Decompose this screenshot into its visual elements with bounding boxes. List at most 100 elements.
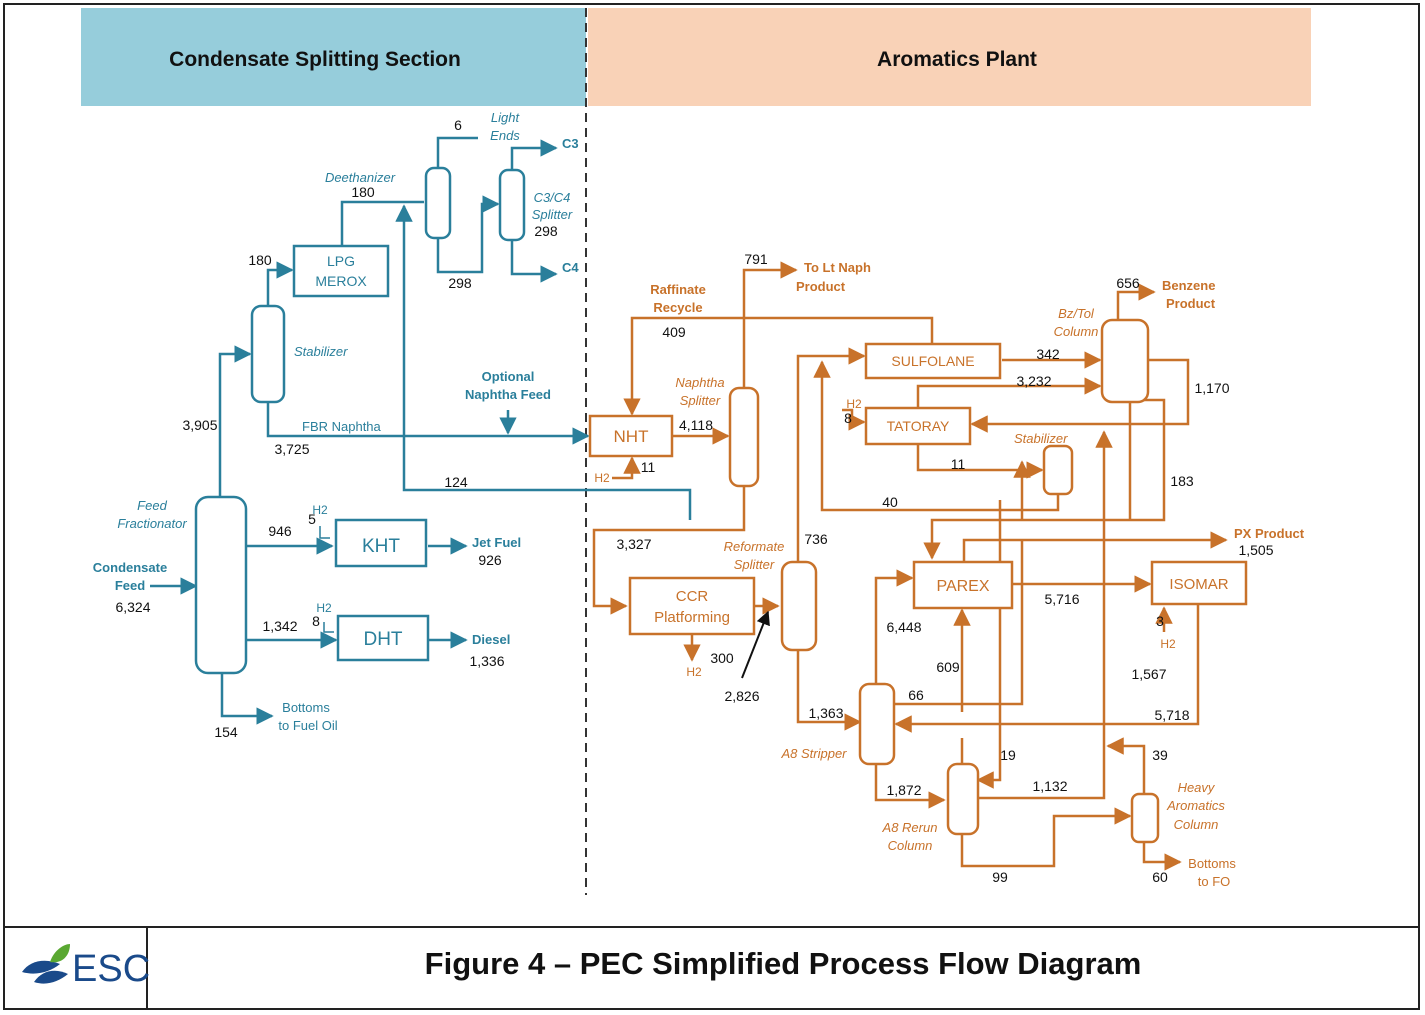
reformate-splitter-column [780,560,818,652]
dht-label: DHT [363,629,402,650]
c3-label: C3 [562,136,579,151]
optional-naphtha-label-2: Naphtha Feed [465,387,551,402]
nht-unit [588,414,674,458]
reformate-feed-pointer [741,610,770,679]
flow-ccr-feed: 3,327 [616,536,651,552]
flow-condensate-feed: 6,324 [115,599,150,615]
flow-ccr-h2: 300 [710,650,734,666]
condensate-feed-label-2: Feed [115,578,145,593]
ccr-platforming-unit [628,576,756,636]
bottoms-fo-label-1: Bottoms [1188,856,1236,871]
benzene-product-label-2: Product [1166,296,1216,311]
optional-naphtha-label-1: Optional [482,369,535,384]
dht-unit [336,614,430,662]
flow-nht-h2: 11 [641,459,656,475]
parex-label: PAREX [936,578,989,595]
flow-rerun-1132: 1,132 [1032,778,1067,794]
flow-benzene: 656 [1116,275,1140,291]
esc-logo-text: ESC [72,948,151,990]
lpg-merox-label-1: LPG [327,253,355,269]
flow-light-ends: 6 [454,117,462,133]
bztol-label-1: Bz/Tol [1058,306,1095,321]
ccr-h2-label: H2 [686,665,702,679]
flow-kht-h2: 5 [308,511,316,527]
to-lt-naph-label-2: Product [796,279,846,294]
tatoray-unit [864,406,972,446]
flow-recycle-124: 124 [444,474,468,490]
naphtha-splitter-label-1: Naphtha [675,375,724,390]
flow-stripper-bottoms: 1,872 [886,782,921,798]
ccr-label-2: Platforming [654,609,730,626]
stabilizer-label: Stabilizer [294,344,348,359]
jet-fuel-label: Jet Fuel [472,535,521,550]
kht-h2-label: H2 [312,503,328,517]
isomar-h2-label: H2 [1160,637,1176,651]
c4-label: C4 [562,260,579,275]
figure-frame [3,3,1420,1010]
flow-parex-feed: 6,448 [886,619,921,635]
flow-fractionator-overhead: 3,905 [182,417,217,433]
px-product-label: PX Product [1234,526,1305,541]
flow-reformate: 2,826 [724,688,759,704]
flow-fbr-naphtha: 3,725 [274,441,309,457]
flow-nht-out: 4,118 [679,417,713,433]
bottoms-fo-label-2: to FO [1198,874,1231,889]
flow-tatoray-h2: 8 [844,410,852,426]
flow-dht-h2: 8 [312,613,320,629]
flow-reformate-bottoms: 1,363 [808,705,843,721]
stabilizer-column [250,304,286,404]
flow-stabilizer-overhead: 180 [248,252,272,268]
lpg-merox-unit [292,244,390,298]
feed-fractionator-label-1: Feed [137,498,167,513]
aromatics-plant-title: Aromatics Plant [877,48,1037,71]
flow-kht-feed: 946 [268,523,292,539]
flow-rerun-19: 19 [1000,747,1016,763]
heavy-aromatics-column [1130,792,1160,844]
right-stabilizer-column [1042,444,1074,496]
aromatics-plant-header-band [588,8,1311,106]
heavy-aromatics-label-1: Heavy [1178,780,1216,795]
benzene-product-label-1: Benzene [1162,278,1215,293]
ccr-label-1: CCR [676,588,709,605]
bottoms-fuel-oil-label-2: to Fuel Oil [278,718,337,733]
reformate-splitter-label-2: Splitter [734,557,775,572]
flow-jet-fuel: 926 [478,552,502,568]
parex-unit [912,560,1014,610]
flow-reformate-overhead: 736 [804,531,828,547]
dht-h2-label: H2 [316,601,332,615]
flow-dht-feed: 1,342 [262,618,297,634]
flow-tatoray-out: 3,232 [1016,373,1051,389]
flow-c3c4-splitter: 298 [534,223,558,239]
lpg-merox-label-2: MEROX [315,273,367,289]
tatoray-label: TATORAY [887,418,950,434]
flow-deethanizer: 180 [351,184,375,200]
a8-rerun-label-2: Column [888,838,933,853]
condensate-feed-label-1: Condensate [93,560,167,575]
a8-rerun-column [946,762,980,836]
isomar-label: ISOMAR [1169,576,1228,593]
esc-leaf-logo [22,944,70,984]
flow-px-product: 1,505 [1238,542,1273,558]
flow-isomar-h2: 3 [1156,613,1164,629]
process-flow-diagram: Condensate Splitting Section Aromatics P… [81,8,1311,895]
flow-parex-609: 609 [936,659,960,675]
sulfolane-unit [864,342,1002,380]
flow-raffinate: 409 [662,324,686,340]
bztol-column [1100,318,1150,404]
kht-label: KHT [362,536,400,557]
figure-caption: Figure 4 – PEC Simplified Process Flow D… [424,946,1142,981]
a8-stripper-column [858,682,896,766]
flow-heavy-39: 39 [1152,747,1168,763]
bztol-label-2: Column [1054,324,1099,339]
flow-heavy-1567: 1,567 [1131,666,1166,682]
c3c4-splitter-column [498,168,526,242]
naphtha-splitter-label-2: Splitter [680,393,721,408]
bottoms-fuel-oil-label-1: Bottoms [282,700,330,715]
nht-h2-label: H2 [594,471,610,485]
flow-rerun-bottoms: 99 [992,869,1008,885]
flow-deethanizer-bottoms: 298 [448,275,472,291]
condensate-section-title: Condensate Splitting Section [169,48,461,71]
c3c4-splitter-label-1: C3/C4 [534,190,571,205]
feed-fractionator-label-2: Fractionator [117,516,187,531]
isomar-unit [1150,560,1248,606]
